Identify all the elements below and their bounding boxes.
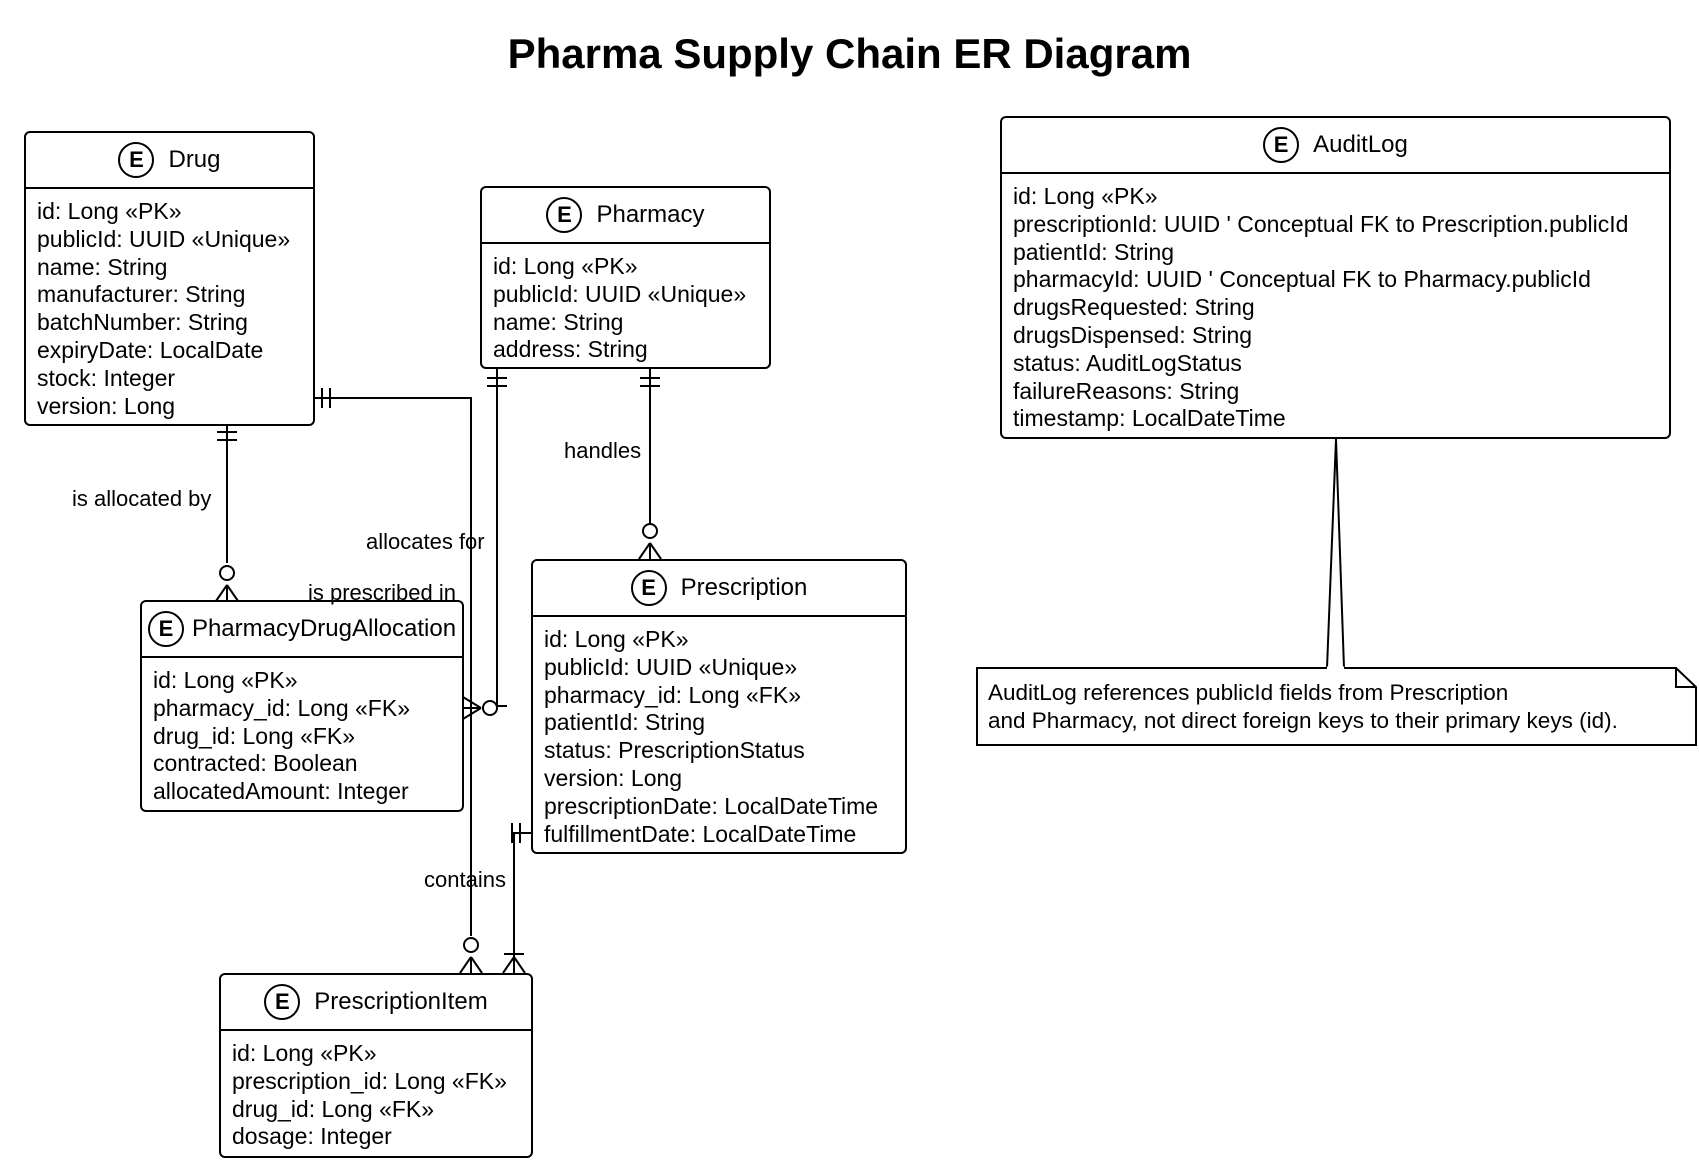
entity-header: E PharmacyDrugAllocation	[142, 602, 462, 658]
entity-badge-icon: E	[118, 142, 155, 178]
entity-badge-icon: E	[546, 197, 583, 233]
entity-field: drugsDispensed: String	[1013, 321, 1253, 348]
relationship-label-handles: handles	[564, 438, 642, 463]
entity-field: version: Long	[544, 764, 683, 791]
link-pharmacy-allocation	[462, 368, 507, 720]
relationship-label-is-prescribed-in: is prescribed in	[308, 580, 456, 605]
entity-fields: id: Long «PK» prescription_id: Long «FK»…	[221, 1031, 531, 1151]
entity-badge-icon: E	[1263, 127, 1300, 163]
entity-field: pharmacy_id: Long «FK»	[544, 681, 801, 708]
entity-field: pharmacy_id: Long «FK»	[153, 694, 410, 721]
entity-field: id: Long «PK»	[1013, 183, 1158, 209]
entity-header: E PrescriptionItem	[221, 975, 531, 1031]
entity-header: E Pharmacy	[482, 188, 769, 244]
entity-field: prescriptionId: UUID ' Conceptual FK to …	[1013, 210, 1629, 237]
entity-field: allocatedAmount: Integer	[153, 778, 409, 805]
entity-name: PharmacyDrugAllocation	[191, 615, 457, 642]
relationship-label-contains: contains	[424, 867, 506, 892]
entity-field: id: Long «PK»	[153, 667, 298, 693]
entity-field: publicId: UUID «Unique»	[493, 280, 747, 307]
entity-auditlog[interactable]: E AuditLog id: Long «PK» prescriptionId:…	[1000, 116, 1671, 439]
entity-name: AuditLog	[1313, 131, 1408, 158]
entity-field: status: AuditLogStatus	[1013, 349, 1242, 376]
entity-pharmacy[interactable]: E Pharmacy id: Long «PK» publicId: UUID …	[480, 186, 771, 369]
entity-fields: id: Long «PK» publicId: UUID «Unique» na…	[482, 244, 769, 364]
link-drug-prescriptionitem	[314, 388, 483, 974]
link-drug-allocation	[215, 426, 239, 602]
entity-field: expiryDate: LocalDate	[37, 336, 264, 363]
entity-field: id: Long «PK»	[37, 198, 182, 224]
entity-field: timestamp: LocalDateTime	[1013, 405, 1286, 432]
entity-name: PrescriptionItem	[314, 988, 488, 1015]
entity-field: dosage: Integer	[232, 1123, 392, 1150]
link-prescription-prescriptionitem	[502, 823, 531, 974]
entity-name: Pharmacy	[596, 201, 705, 228]
entity-field: name: String	[493, 308, 624, 335]
entity-field: failureReasons: String	[1013, 377, 1240, 404]
entity-field: id: Long «PK»	[493, 253, 638, 279]
entity-header: E AuditLog	[1002, 118, 1669, 174]
entity-fields: id: Long «PK» publicId: UUID «Unique» ph…	[533, 617, 905, 848]
note-connector	[1326, 438, 1345, 669]
entity-field: patientId: String	[1013, 238, 1175, 265]
entity-field: address: String	[493, 336, 648, 363]
entity-field: manufacturer: String	[37, 281, 246, 308]
entity-field: fulfillmentDate: LocalDateTime	[544, 820, 857, 847]
diagram-title: Pharma Supply Chain ER Diagram	[507, 30, 1192, 77]
entity-fields: id: Long «PK» publicId: UUID «Unique» na…	[26, 189, 313, 420]
entity-field: name: String	[37, 253, 168, 280]
relationship-label-allocates-for: allocates for	[366, 529, 485, 554]
entity-name: Drug	[168, 146, 221, 173]
entity-field: prescription_id: Long «FK»	[232, 1067, 507, 1094]
entity-field: drugsRequested: String	[1013, 294, 1255, 321]
relationship-label-is-allocated-by: is allocated by	[72, 486, 212, 511]
note-line: and Pharmacy, not direct foreign keys to…	[988, 707, 1618, 733]
entity-fields: id: Long «PK» prescriptionId: UUID ' Con…	[1002, 174, 1669, 433]
entity-field: id: Long «PK»	[232, 1040, 377, 1066]
note-frame	[976, 666, 1697, 746]
entity-field: batchNumber: String	[37, 309, 248, 336]
entity-badge-icon: E	[264, 984, 301, 1020]
entity-field: status: PrescriptionStatus	[544, 737, 805, 764]
entity-field: id: Long «PK»	[544, 626, 689, 652]
entity-name: Prescription	[680, 574, 808, 601]
entity-badge-icon: E	[630, 570, 667, 606]
link-pharmacy-prescription	[638, 368, 662, 560]
entity-field: drug_id: Long «FK»	[232, 1095, 435, 1122]
auditlog-note: AuditLog references publicId fields from…	[977, 668, 1694, 745]
entity-field: publicId: UUID «Unique»	[37, 225, 291, 252]
entity-field: stock: Integer	[37, 364, 176, 391]
entity-field: version: Long	[37, 392, 176, 419]
entity-field: drug_id: Long «FK»	[153, 722, 356, 749]
entity-drug[interactable]: E Drug id: Long «PK» publicId: UUID «Uni…	[24, 131, 315, 426]
entity-badge-icon: E	[147, 611, 184, 647]
entity-prescriptionitem[interactable]: E PrescriptionItem id: Long «PK» prescri…	[219, 973, 533, 1158]
entity-field: prescriptionDate: LocalDateTime	[544, 792, 879, 819]
entity-pharmacydrugallocation[interactable]: E PharmacyDrugAllocation id: Long «PK» p…	[140, 600, 464, 812]
entity-field: patientId: String	[544, 709, 706, 736]
entity-header: E Prescription	[533, 561, 905, 617]
entity-field: pharmacyId: UUID ' Conceptual FK to Phar…	[1013, 266, 1591, 293]
entity-fields: id: Long «PK» pharmacy_id: Long «FK» dru…	[142, 658, 462, 806]
entity-field: contracted: Boolean	[153, 750, 358, 777]
note-line: AuditLog references publicId fields from…	[988, 680, 1509, 705]
entity-field: publicId: UUID «Unique»	[544, 653, 798, 680]
entity-prescription[interactable]: E Prescription id: Long «PK» publicId: U…	[531, 559, 907, 854]
entity-header: E Drug	[26, 133, 313, 189]
